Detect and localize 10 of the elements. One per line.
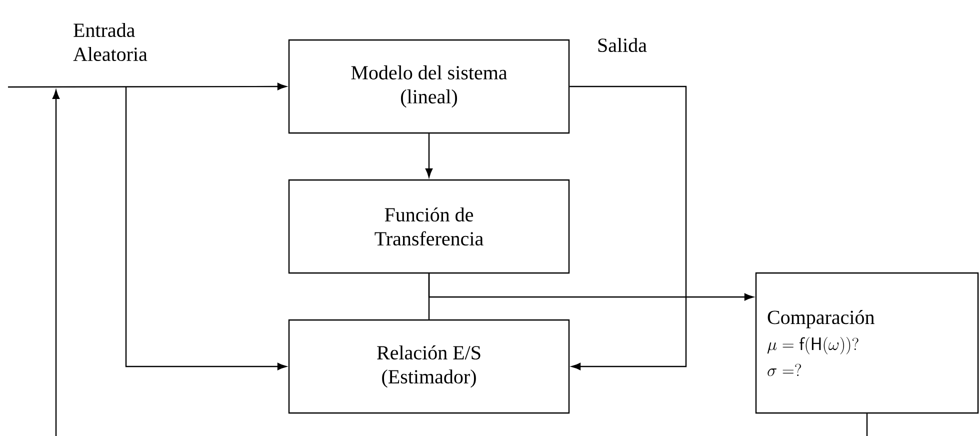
arrow [125, 87, 286, 370]
process-box: Modelo del sistema (lineal) [288, 39, 570, 134]
process-box: Función de Transferencia [288, 179, 570, 274]
arrow [8, 82, 286, 90]
edge-label: Salida [598, 38, 647, 52]
arrow [425, 134, 433, 178]
arrow [570, 86, 687, 370]
process-box: Comparación $\mu=\mathsf{f}\bigl(\mathsf{H}(\omega)\bigr)?$ $\sigma=?$ [755, 272, 979, 414]
process-box: Relación E/S (Estimador) [288, 319, 570, 414]
edge-label: Entrada Aleatoria [73, 22, 148, 62]
